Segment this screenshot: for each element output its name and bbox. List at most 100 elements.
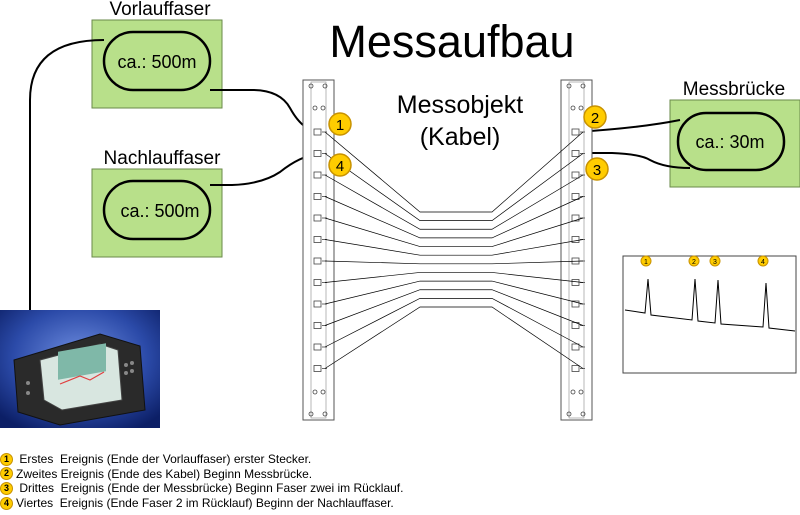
legend-text-3: Drittes Ereignis (Ende der Messbrücke) B… — [16, 481, 404, 496]
panel-port — [313, 236, 322, 243]
cable-fibre — [324, 280, 584, 305]
panel-port — [571, 300, 580, 308]
vorlauf-box: ca.: 500m — [91, 19, 223, 109]
panel-screw — [322, 83, 328, 89]
panel-bolt — [570, 105, 576, 111]
panel-port — [571, 171, 580, 179]
object-label-line1: Messobjekt — [397, 91, 523, 119]
nachlauf-heading: Nachlauffaser — [104, 148, 222, 169]
panel-port — [313, 300, 322, 308]
panel-left-ports — [308, 83, 328, 417]
legend: 1 Erstes Ereignis (Ende der Vorlauffaser… — [0, 452, 403, 510]
panel-bolt — [312, 105, 318, 111]
panel-screw — [580, 411, 586, 417]
panel-screw — [566, 83, 572, 89]
cable-fibre — [324, 217, 584, 247]
legend-item-3: 3 Drittes Ereignis (Ende der Messbrücke)… — [0, 481, 403, 496]
cable-fibre — [324, 196, 584, 239]
panel-bolt — [570, 389, 576, 395]
panel-screw — [308, 411, 314, 417]
panel-port — [313, 343, 322, 351]
cable-fibre — [324, 131, 584, 213]
cable-fibre — [324, 298, 584, 348]
legend-text-1: Erstes Ereignis (Ende der Vorlauffaser) … — [16, 452, 312, 466]
cable-fibre — [324, 306, 584, 369]
panel-port — [571, 343, 580, 351]
cable-vorlauf-to-panel — [210, 89, 319, 133]
trace-marker-2: 2 — [688, 255, 700, 267]
legend-item-1: 1 Erstes Ereignis (Ende der Vorlauffaser… — [0, 452, 403, 467]
panel-port — [571, 236, 580, 243]
page-title: Messaufbau — [329, 16, 574, 67]
cable-fibre — [324, 174, 584, 230]
nachlauf-box: ca.: 500m — [91, 168, 223, 258]
marker-3-label: 3 — [593, 162, 601, 179]
panel-port — [313, 214, 322, 222]
panel-bolt — [578, 389, 584, 395]
trace-marker-1: 1 — [640, 255, 652, 267]
trace-marker-1-label: 1 — [644, 259, 648, 266]
panel-port — [313, 128, 322, 136]
panel-port — [571, 150, 580, 157]
legend-badge-1: 1 — [0, 452, 13, 466]
trace-marker-4-label: 4 — [761, 259, 765, 266]
trace-marker-3: 3 — [709, 255, 721, 267]
legend-text-2: Zweites Ereignis (Ende des Kabel) Beginn… — [16, 466, 313, 481]
messbruecke-spool-label: ca.: 30m — [695, 132, 764, 152]
marker-3: 3 — [585, 157, 609, 181]
trace-marker-2-label: 2 — [692, 259, 696, 266]
panel-port — [313, 279, 322, 286]
panel-bolt — [320, 389, 326, 395]
cable-nachlauf-to-panel — [210, 153, 319, 186]
panel-port — [313, 322, 322, 329]
trace-marker-4: 4 — [757, 255, 769, 267]
cable-panel-to-bruecke-bottom — [576, 152, 691, 169]
panel-port — [571, 193, 580, 200]
patch-panel-right — [560, 79, 593, 421]
legend-badge-4: 4 — [0, 496, 13, 510]
panel-right-ports — [566, 83, 586, 417]
panel-screw — [322, 411, 328, 417]
marker-1-label: 1 — [336, 117, 344, 134]
cable-fibres — [324, 131, 584, 369]
cable-fibre — [324, 289, 584, 326]
panel-port — [313, 150, 322, 157]
vorlauf-spool-label: ca.: 500m — [117, 52, 196, 72]
cable-fibre — [324, 239, 584, 256]
legend-badge-2: 2 — [0, 467, 13, 481]
legend-text-4: Viertes Ereignis (Ende Faser 2 im Rückla… — [16, 495, 394, 510]
cable-device-to-vorlauf — [29, 39, 105, 310]
marker-4-label: 4 — [336, 158, 344, 175]
patch-panel-left — [302, 79, 335, 421]
panel-bolt — [320, 105, 326, 111]
marker-2: 2 — [583, 105, 607, 129]
object-label-line2: (Kabel) — [420, 123, 501, 151]
panel-bolt — [312, 389, 318, 395]
otdr-trace-panel: 1 2 3 4 — [622, 255, 797, 374]
otdr-device-image — [0, 310, 160, 428]
trace-marker-3-label: 3 — [713, 259, 717, 266]
panel-port — [571, 214, 580, 222]
messbruecke-box: ca.: 30m — [669, 99, 800, 188]
marker-4: 4 — [328, 153, 352, 177]
cable-fibre — [324, 153, 584, 221]
legend-badge-3: 3 — [0, 481, 13, 495]
marker-2-label: 2 — [591, 110, 599, 127]
panel-port — [313, 171, 322, 179]
panel-port — [313, 257, 322, 265]
marker-1: 1 — [328, 112, 352, 136]
panel-screw — [580, 83, 586, 89]
cable-fibre — [324, 272, 584, 283]
panel-port — [313, 193, 322, 200]
messbruecke-heading: Messbrücke — [683, 79, 785, 100]
cable-fibre — [324, 260, 584, 265]
panel-port — [313, 365, 322, 372]
panel-port — [571, 279, 580, 286]
panel-port — [571, 365, 580, 372]
nachlauf-spool-label: ca.: 500m — [120, 201, 199, 221]
otdr-trace-line — [624, 278, 796, 332]
panel-screw — [566, 411, 572, 417]
